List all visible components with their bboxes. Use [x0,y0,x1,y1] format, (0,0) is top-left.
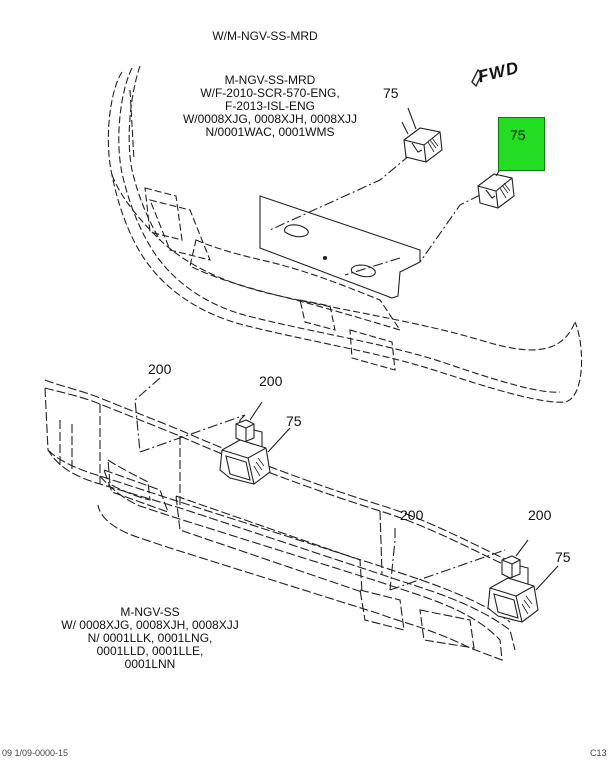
callout-upper-lamp-left: 75 [383,85,399,101]
lower-fog-lamp-right [487,565,559,623]
footer-left: 09 1/09-0000-15 [2,748,69,758]
lower-bracket-left [235,401,263,448]
callout-lower-bracket-right: 200 [528,507,552,523]
lower-bracket-right [501,539,529,584]
fwd-arrow-icon [471,68,483,88]
lower-fog-lamp-left [219,427,291,485]
callout-lower-bumper-right: 200 [400,507,424,523]
lower-bumper-outline [44,379,521,661]
top-title: W/M-NGV-SS-MRD [212,29,318,43]
license-plate-bracket [259,195,421,299]
upper-bumper-outline [107,65,583,403]
upper-leader-lines [269,154,481,276]
highlighted-callout-box [498,117,545,171]
upper-fog-lamp-left [401,107,443,163]
callout-lower-lamp-right: 75 [555,549,571,565]
callout-lower-bumper-left: 200 [148,361,172,377]
footer-right: C13 [590,748,607,758]
upper-variant-note: M-NGV-SS-MRD W/F-2010-SCR-570-ENG, F-201… [182,73,358,139]
lower-variant-note: M-NGV-SS W/ 0008XJG, 0008XJH, 0008XJJ N/… [61,605,239,671]
callout-lower-lamp-left: 75 [286,413,302,429]
callout-lower-bracket-left: 200 [259,373,283,389]
upper-fog-lamp-right [477,159,515,209]
callout-upper-lamp-highlighted: 75 [510,127,526,143]
lower-leader-lines [134,377,506,591]
